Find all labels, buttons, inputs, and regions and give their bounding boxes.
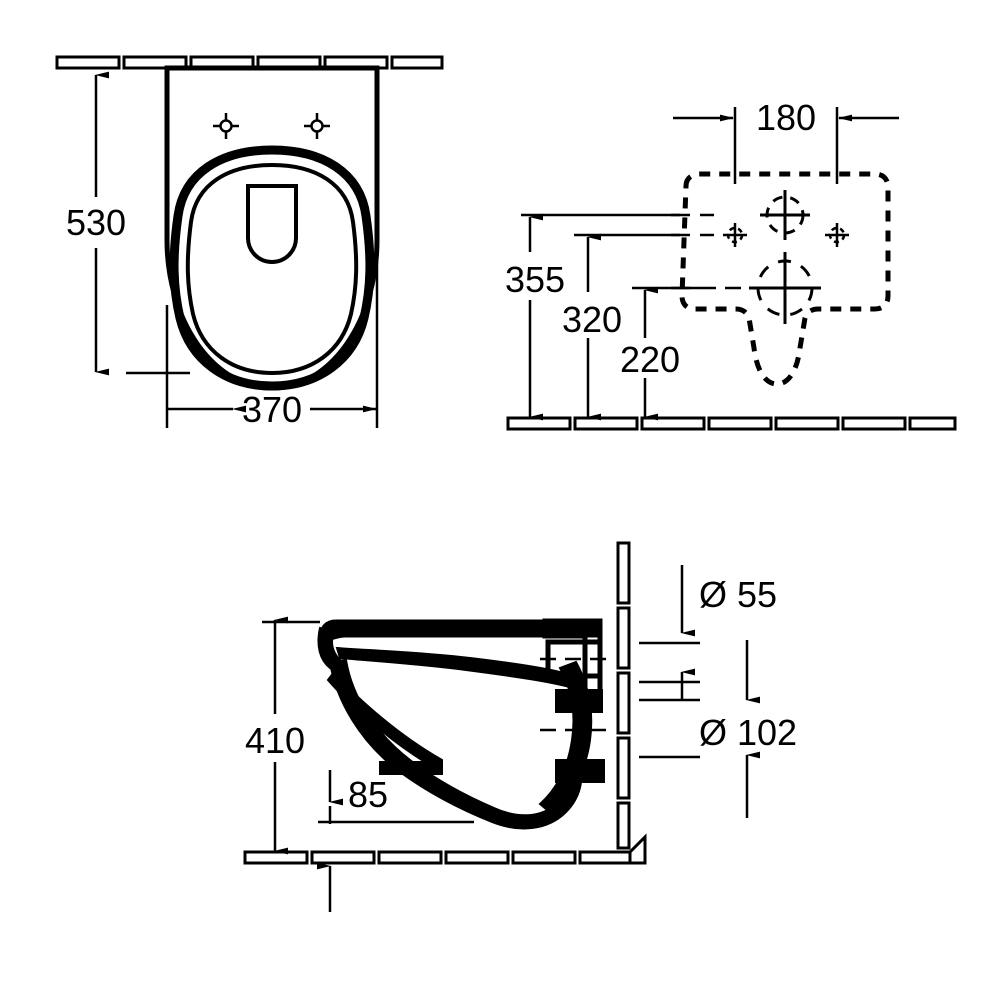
plan-view: 530 370 <box>55 55 444 430</box>
elevation-outlet-circle <box>749 252 821 324</box>
plan-seat-inner-ring <box>185 162 359 376</box>
dimension-410-label: 410 <box>245 720 305 761</box>
side-section-view: Ø 55 Ø 102 410 85 <box>243 541 797 912</box>
side-leader-marks <box>639 641 700 759</box>
plan-mounting-hole-left <box>213 113 239 139</box>
dimension-220: 220 <box>620 286 680 421</box>
elevation-body-dashed-outline <box>679 171 891 387</box>
side-inner-shelf <box>335 646 581 692</box>
dimension-370-label: 370 <box>242 389 302 430</box>
dimension-180: 180 <box>673 97 899 184</box>
dimension-diameter-55: Ø 55 <box>680 565 777 700</box>
dimension-diameter-102-label: Ø 102 <box>699 712 797 753</box>
plan-lid-body <box>164 65 380 391</box>
dimension-320-label: 320 <box>562 299 622 340</box>
dimension-85-label: 85 <box>348 774 388 815</box>
dimension-355: 355 <box>505 213 565 421</box>
elevation-fixing-bolt-right <box>825 223 849 247</box>
side-floor-wall-corner <box>628 833 647 865</box>
dimension-530-label: 530 <box>66 202 126 243</box>
side-wall-section <box>616 541 631 850</box>
dimension-220-label: 220 <box>620 339 680 380</box>
plan-outlet-opening <box>246 184 298 264</box>
side-floor-hatch <box>243 850 632 865</box>
dimension-diameter-55-label: Ø 55 <box>699 574 777 615</box>
dimension-320: 320 <box>562 233 622 421</box>
elevation-fixing-bolt-left <box>723 223 747 247</box>
plan-mounting-hole-right <box>304 113 330 139</box>
plan-extension-lines-370 <box>165 243 379 428</box>
dimension-85: 85 <box>328 770 388 824</box>
dimension-370: 370 <box>168 389 377 430</box>
dimension-410: 410 <box>245 616 305 855</box>
dimension-180-label: 180 <box>756 97 816 138</box>
plan-seat-outer-ring <box>169 145 375 391</box>
dimension-diameter-102: Ø 102 <box>699 640 797 818</box>
front-elevation-view: 180 355 320 220 <box>505 97 957 431</box>
side-rear-body-wall <box>555 689 603 713</box>
elevation-flush-pipe-circle <box>760 190 810 240</box>
side-flush-connector-box <box>545 639 603 679</box>
side-lower-ledge <box>379 761 443 775</box>
dimension-355-label: 355 <box>505 259 565 300</box>
elevation-floor-hatch <box>506 416 957 431</box>
side-outlet-spigot <box>555 759 605 783</box>
dimension-530: 530 <box>66 71 126 376</box>
